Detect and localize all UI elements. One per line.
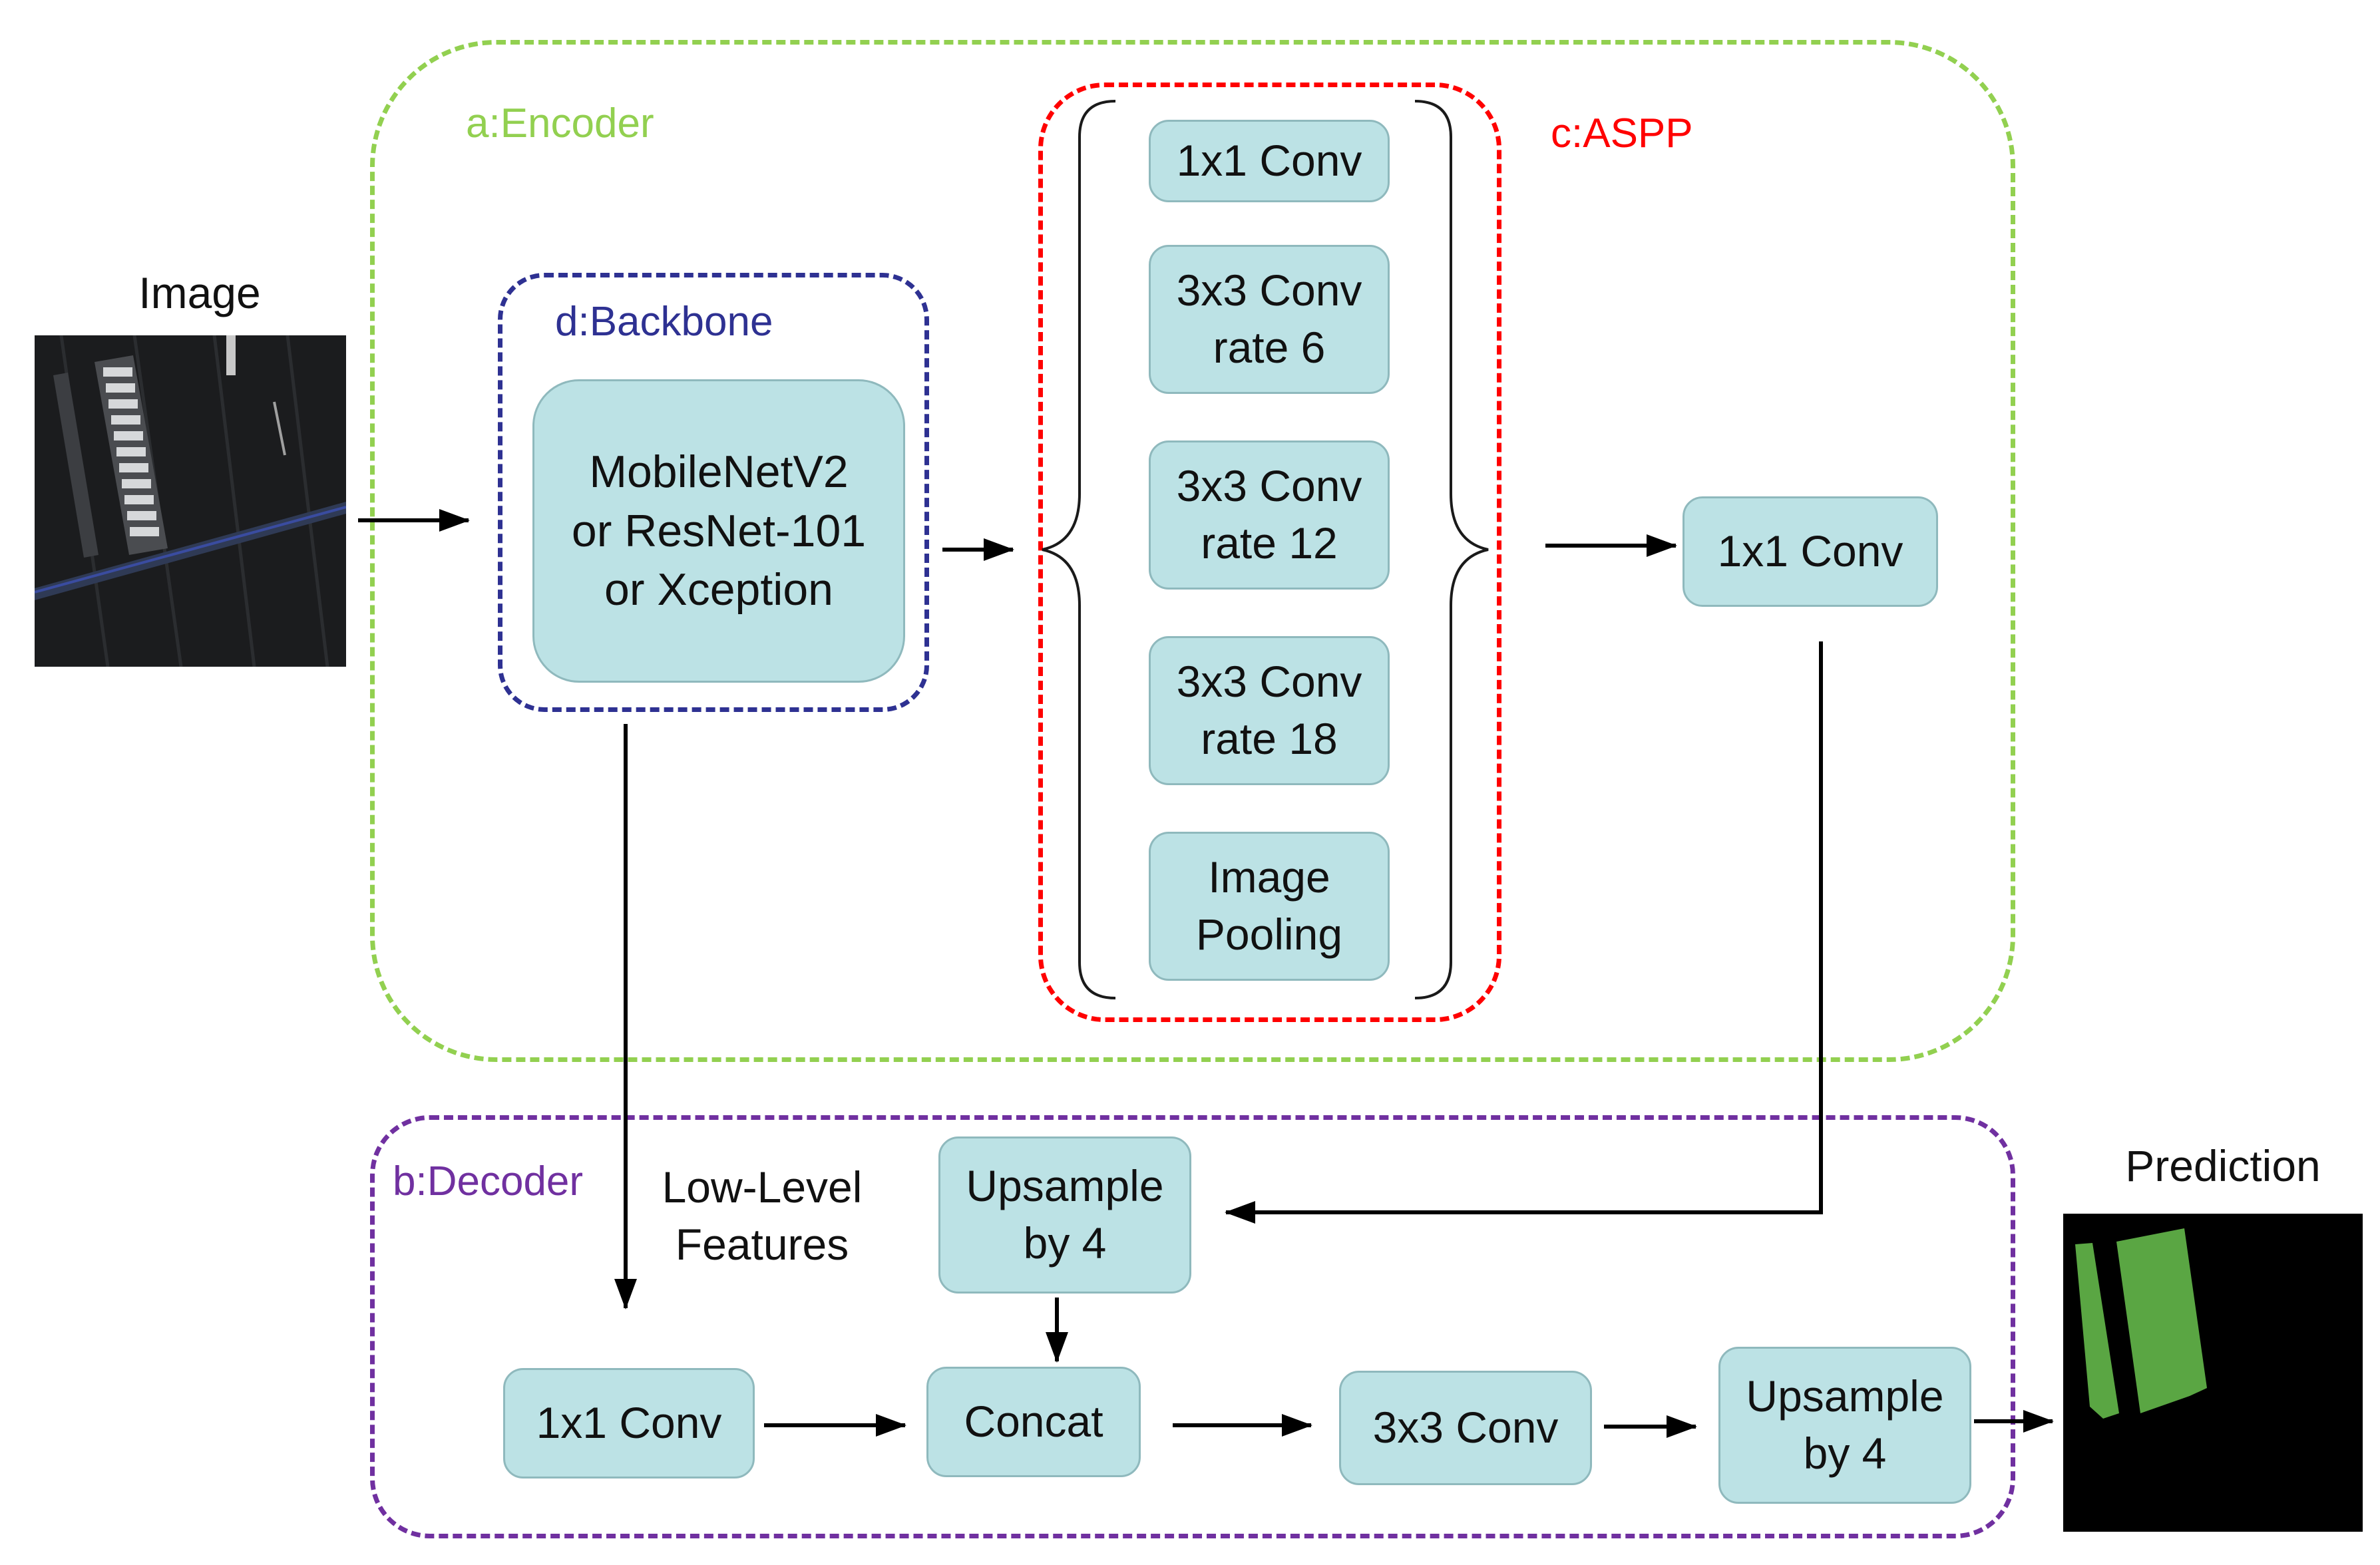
prediction-label: Prediction [2125, 1141, 2321, 1190]
aspp-right-brace [1414, 100, 1489, 999]
decoder-region [370, 1115, 2015, 1538]
prediction-mask-image [2063, 1214, 2363, 1532]
aspp-image-pooling-box: Image Pooling [1149, 832, 1390, 981]
aspp-left-brace [1042, 100, 1116, 999]
low-level-features-label: Low-Level Features [662, 1162, 863, 1269]
encoder-region [370, 40, 2015, 1062]
encoder-1x1-conv-box: 1x1 Conv [1683, 496, 1938, 607]
arrow-encoder-to-upsample [1225, 641, 1823, 1224]
aspp-3x3-rate18-box: 3x3 Conv rate 18 [1149, 636, 1390, 785]
decoder-1x1-conv-box: 1x1 Conv [503, 1368, 755, 1478]
concat-box: Concat [926, 1367, 1141, 1477]
input-satellite-image [35, 335, 346, 667]
aspp-3x3-rate12-box: 3x3 Conv rate 12 [1149, 440, 1390, 590]
decoder-3x3-conv-box: 3x3 Conv [1339, 1371, 1592, 1485]
encoder-label: a:Encoder [466, 100, 654, 146]
decoder-upsample-box-1: Upsample by 4 [938, 1136, 1191, 1294]
decoder-label: b:Decoder [393, 1158, 584, 1204]
backbone-label: d:Backbone [555, 299, 773, 345]
input-image-label: Image [138, 268, 261, 317]
aspp-label: c:ASPP [1551, 110, 1693, 156]
backbone-network-box: MobileNetV2 or ResNet-101 or Xception [532, 379, 905, 683]
aspp-1x1-conv-box: 1x1 Conv [1149, 120, 1390, 202]
backbone-region [498, 273, 929, 712]
decoder-upsample-box-2: Upsample by 4 [1718, 1347, 1971, 1504]
aspp-3x3-rate6-box: 3x3 Conv rate 6 [1149, 245, 1390, 394]
aspp-region [1038, 83, 1501, 1022]
